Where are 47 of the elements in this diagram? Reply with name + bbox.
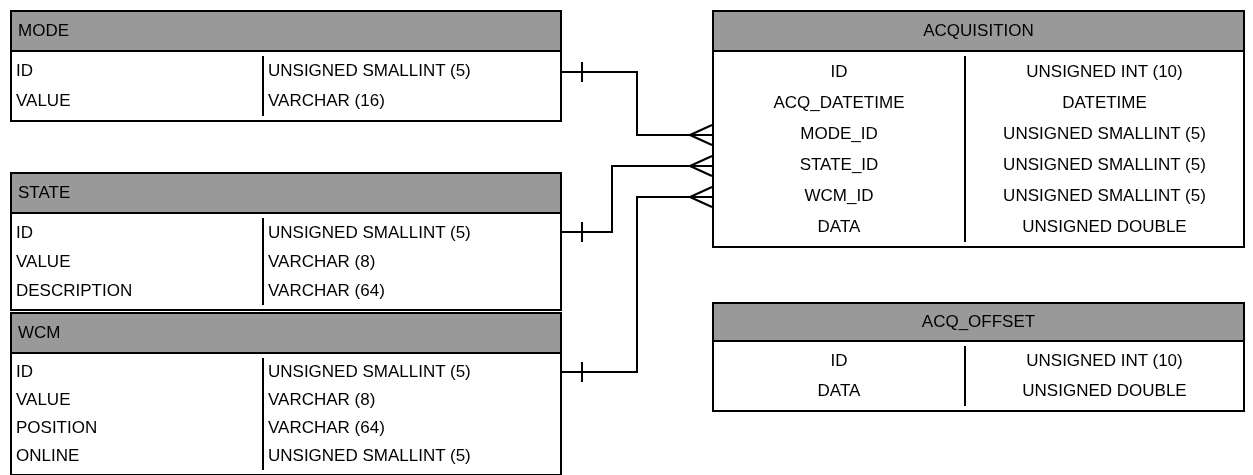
table-cell-text: ID bbox=[829, 60, 849, 83]
table-cell: UNSIGNED SMALLINT (5) bbox=[964, 118, 1243, 149]
table-cell-text: DESCRIPTION bbox=[15, 279, 134, 302]
table-cell: VARCHAR (64) bbox=[262, 414, 560, 442]
table-cell-text: ID bbox=[15, 361, 34, 383]
table-cell-text: VALUE bbox=[15, 250, 72, 273]
entity-table bbox=[10, 172, 562, 311]
table-header: STATE bbox=[12, 174, 560, 214]
table-cell: UNSIGNED INT (10) bbox=[964, 56, 1243, 87]
table-cell-text: POSITION bbox=[15, 417, 99, 439]
table-cell-text: ONLINE bbox=[15, 445, 81, 467]
table-cell: UNSIGNED SMALLINT (5) bbox=[262, 358, 560, 386]
table-cell: UNSIGNED DOUBLE bbox=[964, 376, 1243, 406]
table-header: ACQUISITION bbox=[714, 12, 1243, 52]
table-cell: UNSIGNED SMALLINT (5) bbox=[964, 149, 1243, 180]
table-cell-text: WCM_ID bbox=[803, 184, 875, 207]
table-cell-text: DATA bbox=[816, 215, 862, 238]
table-cell-text: ID bbox=[15, 221, 34, 244]
table-cell: VARCHAR (64) bbox=[262, 276, 560, 305]
table-cell-text: ID bbox=[829, 350, 849, 372]
table-header: WCM bbox=[12, 314, 560, 354]
table-cell: UNSIGNED SMALLINT (5) bbox=[262, 218, 560, 247]
table-cell-text: MODE_ID bbox=[799, 122, 879, 145]
table-cell: VARCHAR (16) bbox=[262, 86, 560, 116]
table-cell: DATETIME bbox=[964, 87, 1243, 118]
table-cell-text: ID bbox=[15, 60, 34, 82]
entity-table bbox=[712, 302, 1245, 412]
relationship-line bbox=[561, 186, 713, 383]
table-header: ACQ_OFFSET bbox=[714, 304, 1243, 342]
table-cell-text: DATA bbox=[816, 380, 862, 402]
table-cell: UNSIGNED SMALLINT (5) bbox=[964, 180, 1243, 211]
relationship-line bbox=[561, 155, 713, 243]
table-cell: UNSIGNED SMALLINT (5) bbox=[262, 442, 560, 470]
entity-table bbox=[712, 10, 1245, 248]
table-cell: VARCHAR (8) bbox=[262, 386, 560, 414]
table-cell-text: VALUE bbox=[15, 389, 72, 411]
entity-table bbox=[10, 10, 562, 122]
table-cell-text: ACQ_DATETIME bbox=[772, 91, 906, 114]
table-cell: UNSIGNED INT (10) bbox=[964, 346, 1243, 376]
table-cell: VARCHAR (8) bbox=[262, 247, 560, 276]
table-cell: UNSIGNED DOUBLE bbox=[964, 211, 1243, 242]
entity-table bbox=[10, 312, 562, 475]
table-cell-text: STATE_ID bbox=[798, 153, 880, 176]
relationship-line bbox=[561, 61, 713, 146]
table-header: MODE bbox=[12, 12, 560, 52]
table-cell: UNSIGNED SMALLINT (5) bbox=[262, 56, 560, 86]
table-cell-text: VALUE bbox=[15, 90, 72, 112]
